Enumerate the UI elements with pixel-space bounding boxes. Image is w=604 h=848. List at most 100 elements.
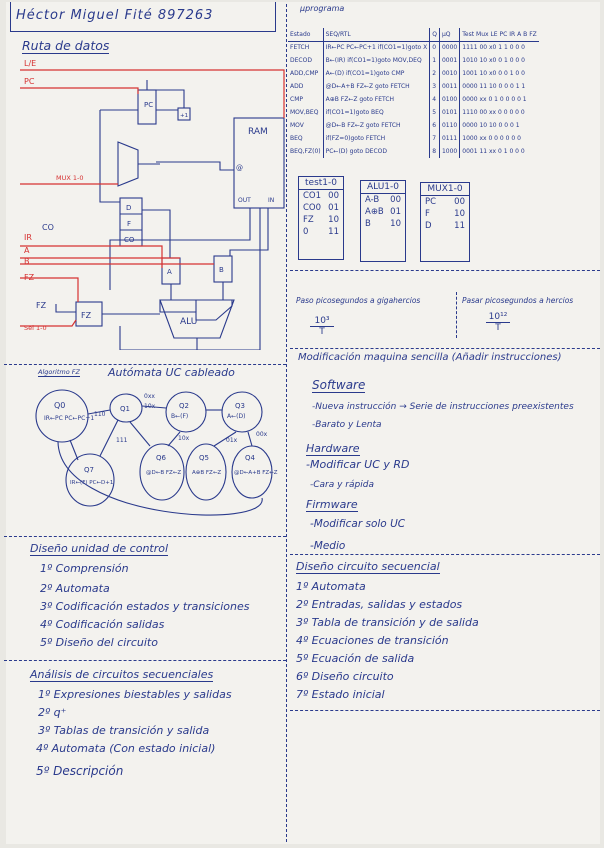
b-signal: B (24, 257, 30, 266)
modification-title: Modificación maquina sencilla (Añadir in… (298, 352, 562, 363)
alu-table: ALU1-0 A-B00 A⊕B01 B10 (360, 180, 406, 262)
ram-out-label: OUT (238, 197, 251, 204)
microprogram-row: DECODB←(IR) if(CO1=1)goto MOV,DEQ1000110… (288, 54, 539, 67)
seq-design-item-6: 6º Diseño circuito (296, 670, 394, 683)
mux-signal: MUX 1-0 (56, 174, 84, 182)
mp-rtl: IR←PC PC←PC+1 if(CO1=1)goto X (323, 41, 430, 54)
firmware-item-1: -Modificar solo UC (310, 518, 405, 530)
divider-right-1 (290, 348, 600, 349)
plus1-label: +1 (180, 113, 188, 119)
uc-design-item-3: 3º Codificación estados y transiciones (40, 600, 249, 613)
svg-text:Q4: Q4 (245, 454, 256, 462)
ram-in-label: IN (268, 197, 274, 204)
hardware-item-1: -Modificar UC y RD (306, 458, 410, 471)
svg-text:Q3: Q3 (235, 402, 245, 410)
svg-text:Q5: Q5 (199, 454, 209, 462)
fraction-hz: 10¹² T (486, 312, 510, 333)
uc-design-item-2: 2º Automata (40, 582, 110, 595)
d-label: D (126, 204, 131, 212)
mp-rtl: B←(IR) if(CO1=1)goto MOV,DEQ (323, 54, 430, 67)
col-rest: Test Mux LE PC IR A B FZ (460, 28, 539, 41)
col-uq: μQ (439, 28, 459, 41)
svg-text:A←(D): A←(D) (227, 413, 245, 420)
mp-q: 7 (430, 132, 440, 145)
mp-rest: 1001 10 x0 0 0 1 0 0 (460, 67, 539, 80)
b-label: B (219, 266, 224, 274)
col-estado: Estado (288, 28, 323, 41)
svg-text:IR←PC PC←PC+1: IR←PC PC←PC+1 (44, 415, 94, 422)
svg-text:00x: 00x (256, 431, 268, 438)
firmware-heading: Firmware (306, 498, 358, 512)
mp-state: BEQ,FZ(0) (288, 145, 323, 158)
fraction-ghz: 10³ T (310, 316, 334, 337)
ram-label: RAM (248, 127, 268, 137)
mp-rest: 0000 10 10 0 0 0 1 (460, 119, 539, 132)
mp-rtl: if(FZ=0)goto FETCH (323, 132, 430, 145)
svg-text:10x: 10x (144, 403, 156, 410)
mp-state: MOV (288, 119, 323, 132)
mp-rtl: PC←(D) goto DECOD (323, 145, 430, 158)
mp-rest: 0000 xx 0 1 0 0 0 0 1 (460, 93, 539, 106)
mp-rest: 0000 11 10 0 0 0 1 1 (460, 80, 539, 93)
mp-rtl: @D←A+B FZ←Z goto FETCH (323, 80, 430, 93)
ram-address-label: @ (236, 164, 243, 172)
mp-state: CMP (288, 93, 323, 106)
divider-left-3 (4, 660, 286, 661)
mp-q: 6 (430, 119, 440, 132)
svg-text:110: 110 (94, 411, 106, 418)
microprogram-table: Estado SEQ/RTL Q μQ Test Mux LE PC IR A … (288, 28, 539, 158)
mp-state: ADD,CMP (288, 67, 323, 80)
seq-analysis-item-5: 5º Descripción (36, 764, 123, 778)
f-label: F (127, 220, 131, 228)
svg-text:01x: 01x (226, 437, 238, 444)
mp-rtl: @D←B FZ←Z goto FETCH (323, 119, 430, 132)
automaton-tag: Algoritmo FZ (38, 368, 80, 377)
svg-text:Q0: Q0 (54, 401, 65, 410)
fz-output-label: FZ (36, 301, 47, 310)
state-q3 (222, 392, 262, 432)
mp-uq: 0001 (439, 54, 459, 67)
mp-rtl: A⊕B FZ←Z goto FETCH (323, 93, 430, 106)
mp-q: 3 (430, 80, 440, 93)
seq-design-item-4: 4º Ecuaciones de transición (296, 634, 449, 647)
mp-rest: 1110 00 xx 0 0 0 0 0 (460, 106, 539, 119)
co-output-label: CO (42, 223, 54, 232)
sel-signal: Sel 1-0 (24, 324, 47, 332)
svg-text:Q1: Q1 (120, 405, 130, 413)
microprogram-row: MOV,BEQif(CO1=1)goto BEQ501011110 00 xx … (288, 106, 539, 119)
mp-rest: 0001 11 xx 0 1 0 0 0 (460, 145, 539, 158)
software-item-1: -Nueva instrucción → Serie de instruccio… (312, 402, 574, 412)
mp-state: DECOD (288, 54, 323, 67)
mux-shape (118, 142, 138, 186)
pc-signal: PC (24, 77, 35, 86)
svg-text:10x: 10x (178, 435, 190, 442)
seq-analysis-item-1: 1º Expresiones biestables y salidas (38, 688, 232, 701)
mp-uq: 0000 (439, 41, 459, 54)
svg-text:@D←A+B FZ←Z: @D←A+B FZ←Z (234, 470, 278, 476)
uc-design-title: Diseño unidad de control (30, 542, 168, 556)
alu-label: ALU (180, 317, 197, 327)
mp-q: 1 (430, 54, 440, 67)
hardware-heading: Hardware (306, 442, 360, 456)
seq-design-item-2: 2º Entradas, salidas y estados (296, 598, 462, 611)
datapath-diagram: PC +1 RAM @ OUT IN D F CO A B ALU FZ L/E… (20, 50, 288, 350)
uc-design-item-4: 4º Codificación salidas (40, 618, 164, 631)
automaton-title: Autómata UC cableado (108, 366, 235, 379)
hardware-item-2: -Cara y rápida (310, 480, 374, 490)
seq-design-item-3: 3º Tabla de transición y de salida (296, 616, 479, 629)
alu-table-title: ALU1-0 (361, 181, 405, 194)
a-signal: A (24, 246, 30, 255)
col-q: Q (430, 28, 440, 41)
pc-label: PC (144, 101, 153, 109)
svg-text:IR←(F) PC←D+1: IR←(F) PC←D+1 (70, 480, 113, 486)
mp-uq: 1000 (439, 145, 459, 158)
fz-signal: FZ (24, 273, 35, 282)
seq-design-item-7: 7º Estado inicial (296, 688, 385, 701)
mux-table-title: MUX1-0 (421, 183, 469, 196)
svg-text:0xx: 0xx (144, 393, 155, 400)
mp-state: MOV,BEQ (288, 106, 323, 119)
